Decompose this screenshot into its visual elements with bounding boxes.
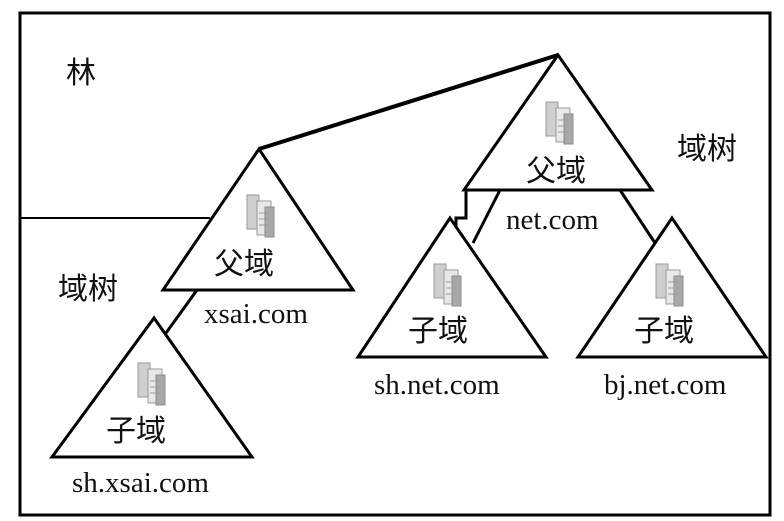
role-net: 父域: [526, 154, 586, 189]
domain-name-sh-net: sh.net.com: [374, 369, 500, 401]
role-xsai: 父域: [214, 247, 274, 282]
domain-name-sh-xsai: sh.xsai.com: [72, 467, 209, 499]
link-xsai-sh-xsai: [164, 289, 199, 334]
role-sh-xsai: 子域: [106, 414, 166, 449]
domain-name-net: net.com: [506, 204, 599, 236]
role-bj-net: 子域: [634, 314, 694, 349]
tree-label-left: 域树: [58, 272, 118, 307]
link-net-sh-net-2: [471, 189, 502, 244]
forest-label: 林: [66, 56, 96, 91]
forest-frame: [18, 11, 772, 517]
role-sh-net: 子域: [408, 314, 468, 349]
tree-label-right: 域树: [677, 132, 737, 167]
domain-name-xsai: xsai.com: [204, 298, 308, 330]
domain-name-bj-net: bj.net.com: [604, 369, 727, 401]
forest-link: [258, 53, 559, 151]
link-net-bj-net: [618, 189, 657, 244]
